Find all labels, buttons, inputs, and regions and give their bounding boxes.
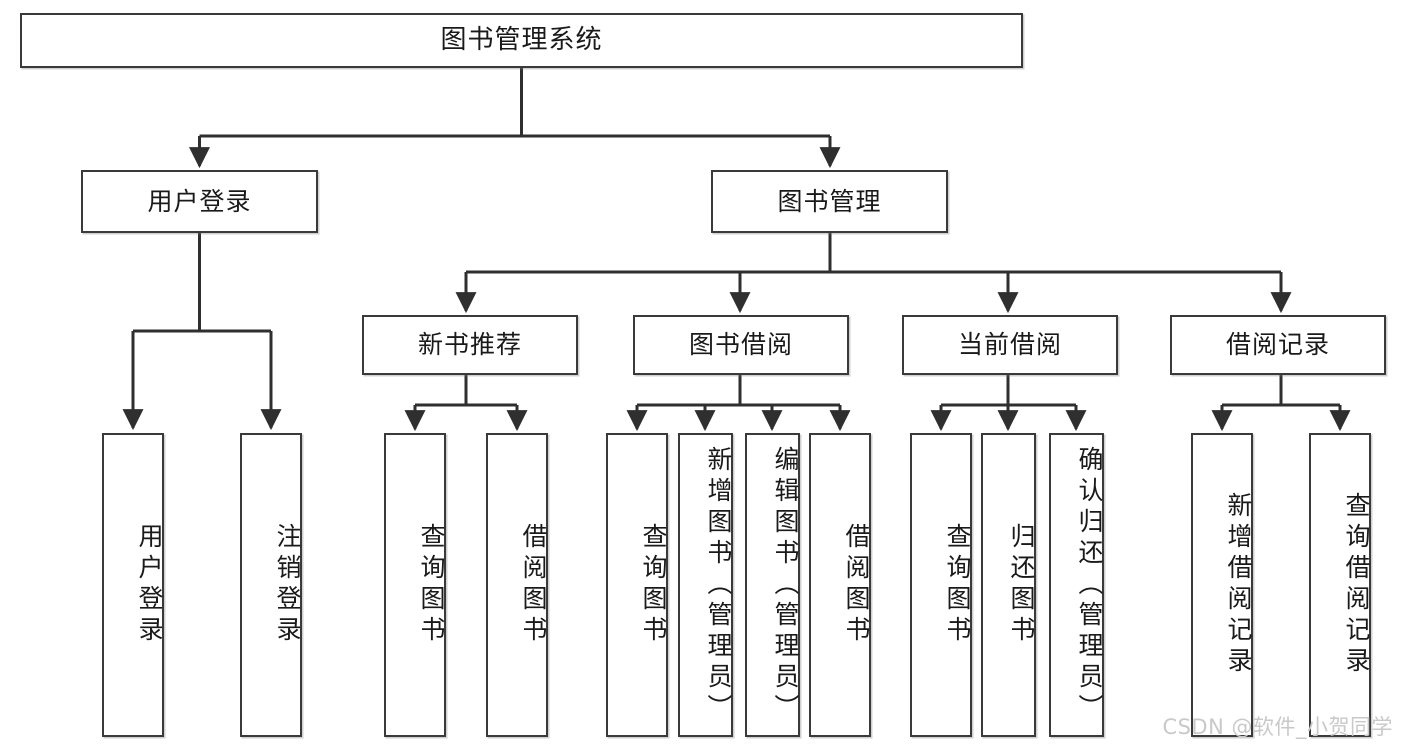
csdn-watermark: CSDN @软件_小贺同学 [1162, 715, 1393, 739]
node-current-borrow[interactable]: 当前借阅 [902, 315, 1118, 375]
node-leaf-user-login[interactable]: 用户登录 [102, 433, 164, 737]
node-leaf-edit-book[interactable]: 编辑图书（管理员） [745, 433, 800, 737]
node-leaf-borrow-book-1[interactable]: 借阅图书 [486, 433, 548, 737]
node-leaf-query-book-2[interactable]: 查询图书 [606, 433, 668, 737]
node-leaf-logout[interactable]: 注销登录 [240, 433, 302, 737]
node-borrow-record[interactable]: 借阅记录 [1170, 315, 1386, 375]
node-leaf-borrow-book-2[interactable]: 借阅图书 [809, 433, 871, 737]
node-book-borrow[interactable]: 图书借阅 [633, 315, 849, 375]
node-leaf-add-record[interactable]: 新增借阅记录 [1191, 433, 1253, 737]
node-leaf-query-record[interactable]: 查询借阅记录 [1309, 433, 1371, 737]
node-leaf-query-book-3[interactable]: 查询图书 [910, 433, 972, 737]
node-leaf-confirm-return[interactable]: 确认归还（管理员） [1049, 433, 1104, 737]
node-leaf-return-book[interactable]: 归还图书 [981, 433, 1036, 737]
node-new-book-rec[interactable]: 新书推荐 [362, 315, 578, 375]
node-leaf-query-book-1[interactable]: 查询图书 [384, 433, 446, 737]
node-leaf-add-book[interactable]: 新增图书（管理员） [678, 433, 733, 737]
node-book-manage[interactable]: 图书管理 [711, 170, 948, 233]
node-user-login[interactable]: 用户登录 [81, 170, 318, 233]
node-root[interactable]: 图书管理系统 [20, 13, 1023, 68]
